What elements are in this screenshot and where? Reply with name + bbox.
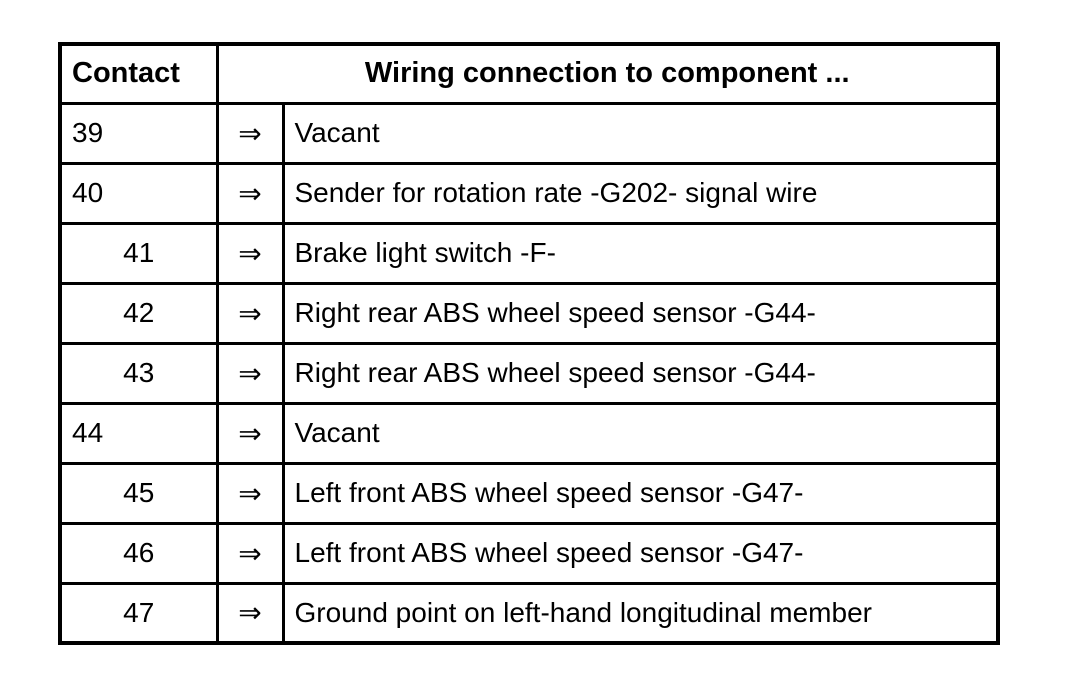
arrow-icon: ⇒ <box>215 161 285 225</box>
table-row: 46 ⇒ Left front ABS wheel speed sensor -… <box>58 521 1000 585</box>
contact-number: 39 <box>58 101 219 165</box>
table-row: 45 ⇒ Left front ABS wheel speed sensor -… <box>58 461 1000 525</box>
component-description: Right rear ABS wheel speed sensor -G44- <box>281 281 1000 345</box>
component-description: Ground point on left-hand longitudinal m… <box>281 581 1000 645</box>
arrow-icon: ⇒ <box>215 401 285 465</box>
component-description: Left front ABS wheel speed sensor -G47- <box>281 461 1000 525</box>
arrow-icon: ⇒ <box>215 101 285 165</box>
column-header-contact: Contact <box>58 42 219 105</box>
contact-number: 40 <box>58 161 219 225</box>
component-description: Vacant <box>281 101 1000 165</box>
header-row: Contact Wiring connection to component .… <box>58 42 1000 105</box>
contact-number: 47 <box>58 581 219 645</box>
table-row: 41 ⇒ Brake light switch -F- <box>58 221 1000 285</box>
table-row: 43 ⇒ Right rear ABS wheel speed sensor -… <box>58 341 1000 405</box>
contact-number: 46 <box>58 521 219 585</box>
contact-number: 43 <box>58 341 219 405</box>
component-description: Left front ABS wheel speed sensor -G47- <box>281 521 1000 585</box>
table-header: Contact Wiring connection to component .… <box>58 42 1000 105</box>
component-description: Vacant <box>281 401 1000 465</box>
table-row: 39 ⇒ Vacant <box>58 101 1000 165</box>
component-description: Right rear ABS wheel speed sensor -G44- <box>281 341 1000 405</box>
component-description: Sender for rotation rate -G202- signal w… <box>281 161 1000 225</box>
table-body: 39 ⇒ Vacant 40 ⇒ Sender for rotation rat… <box>58 101 1000 645</box>
arrow-icon: ⇒ <box>215 221 285 285</box>
contact-number: 44 <box>58 401 219 465</box>
table-row: 47 ⇒ Ground point on left-hand longitudi… <box>58 581 1000 645</box>
arrow-icon: ⇒ <box>215 281 285 345</box>
arrow-icon: ⇒ <box>215 461 285 525</box>
column-header-wiring-connection: Wiring connection to component ... <box>215 42 1000 105</box>
contact-number: 41 <box>58 221 219 285</box>
table-row: 44 ⇒ Vacant <box>58 401 1000 465</box>
contact-number: 42 <box>58 281 219 345</box>
arrow-icon: ⇒ <box>215 581 285 645</box>
arrow-icon: ⇒ <box>215 521 285 585</box>
table-row: 40 ⇒ Sender for rotation rate -G202- sig… <box>58 161 1000 225</box>
table-row: 42 ⇒ Right rear ABS wheel speed sensor -… <box>58 281 1000 345</box>
component-description: Brake light switch -F- <box>281 221 1000 285</box>
contact-number: 45 <box>58 461 219 525</box>
arrow-icon: ⇒ <box>215 341 285 405</box>
wiring-connection-table: Contact Wiring connection to component .… <box>58 42 1000 645</box>
